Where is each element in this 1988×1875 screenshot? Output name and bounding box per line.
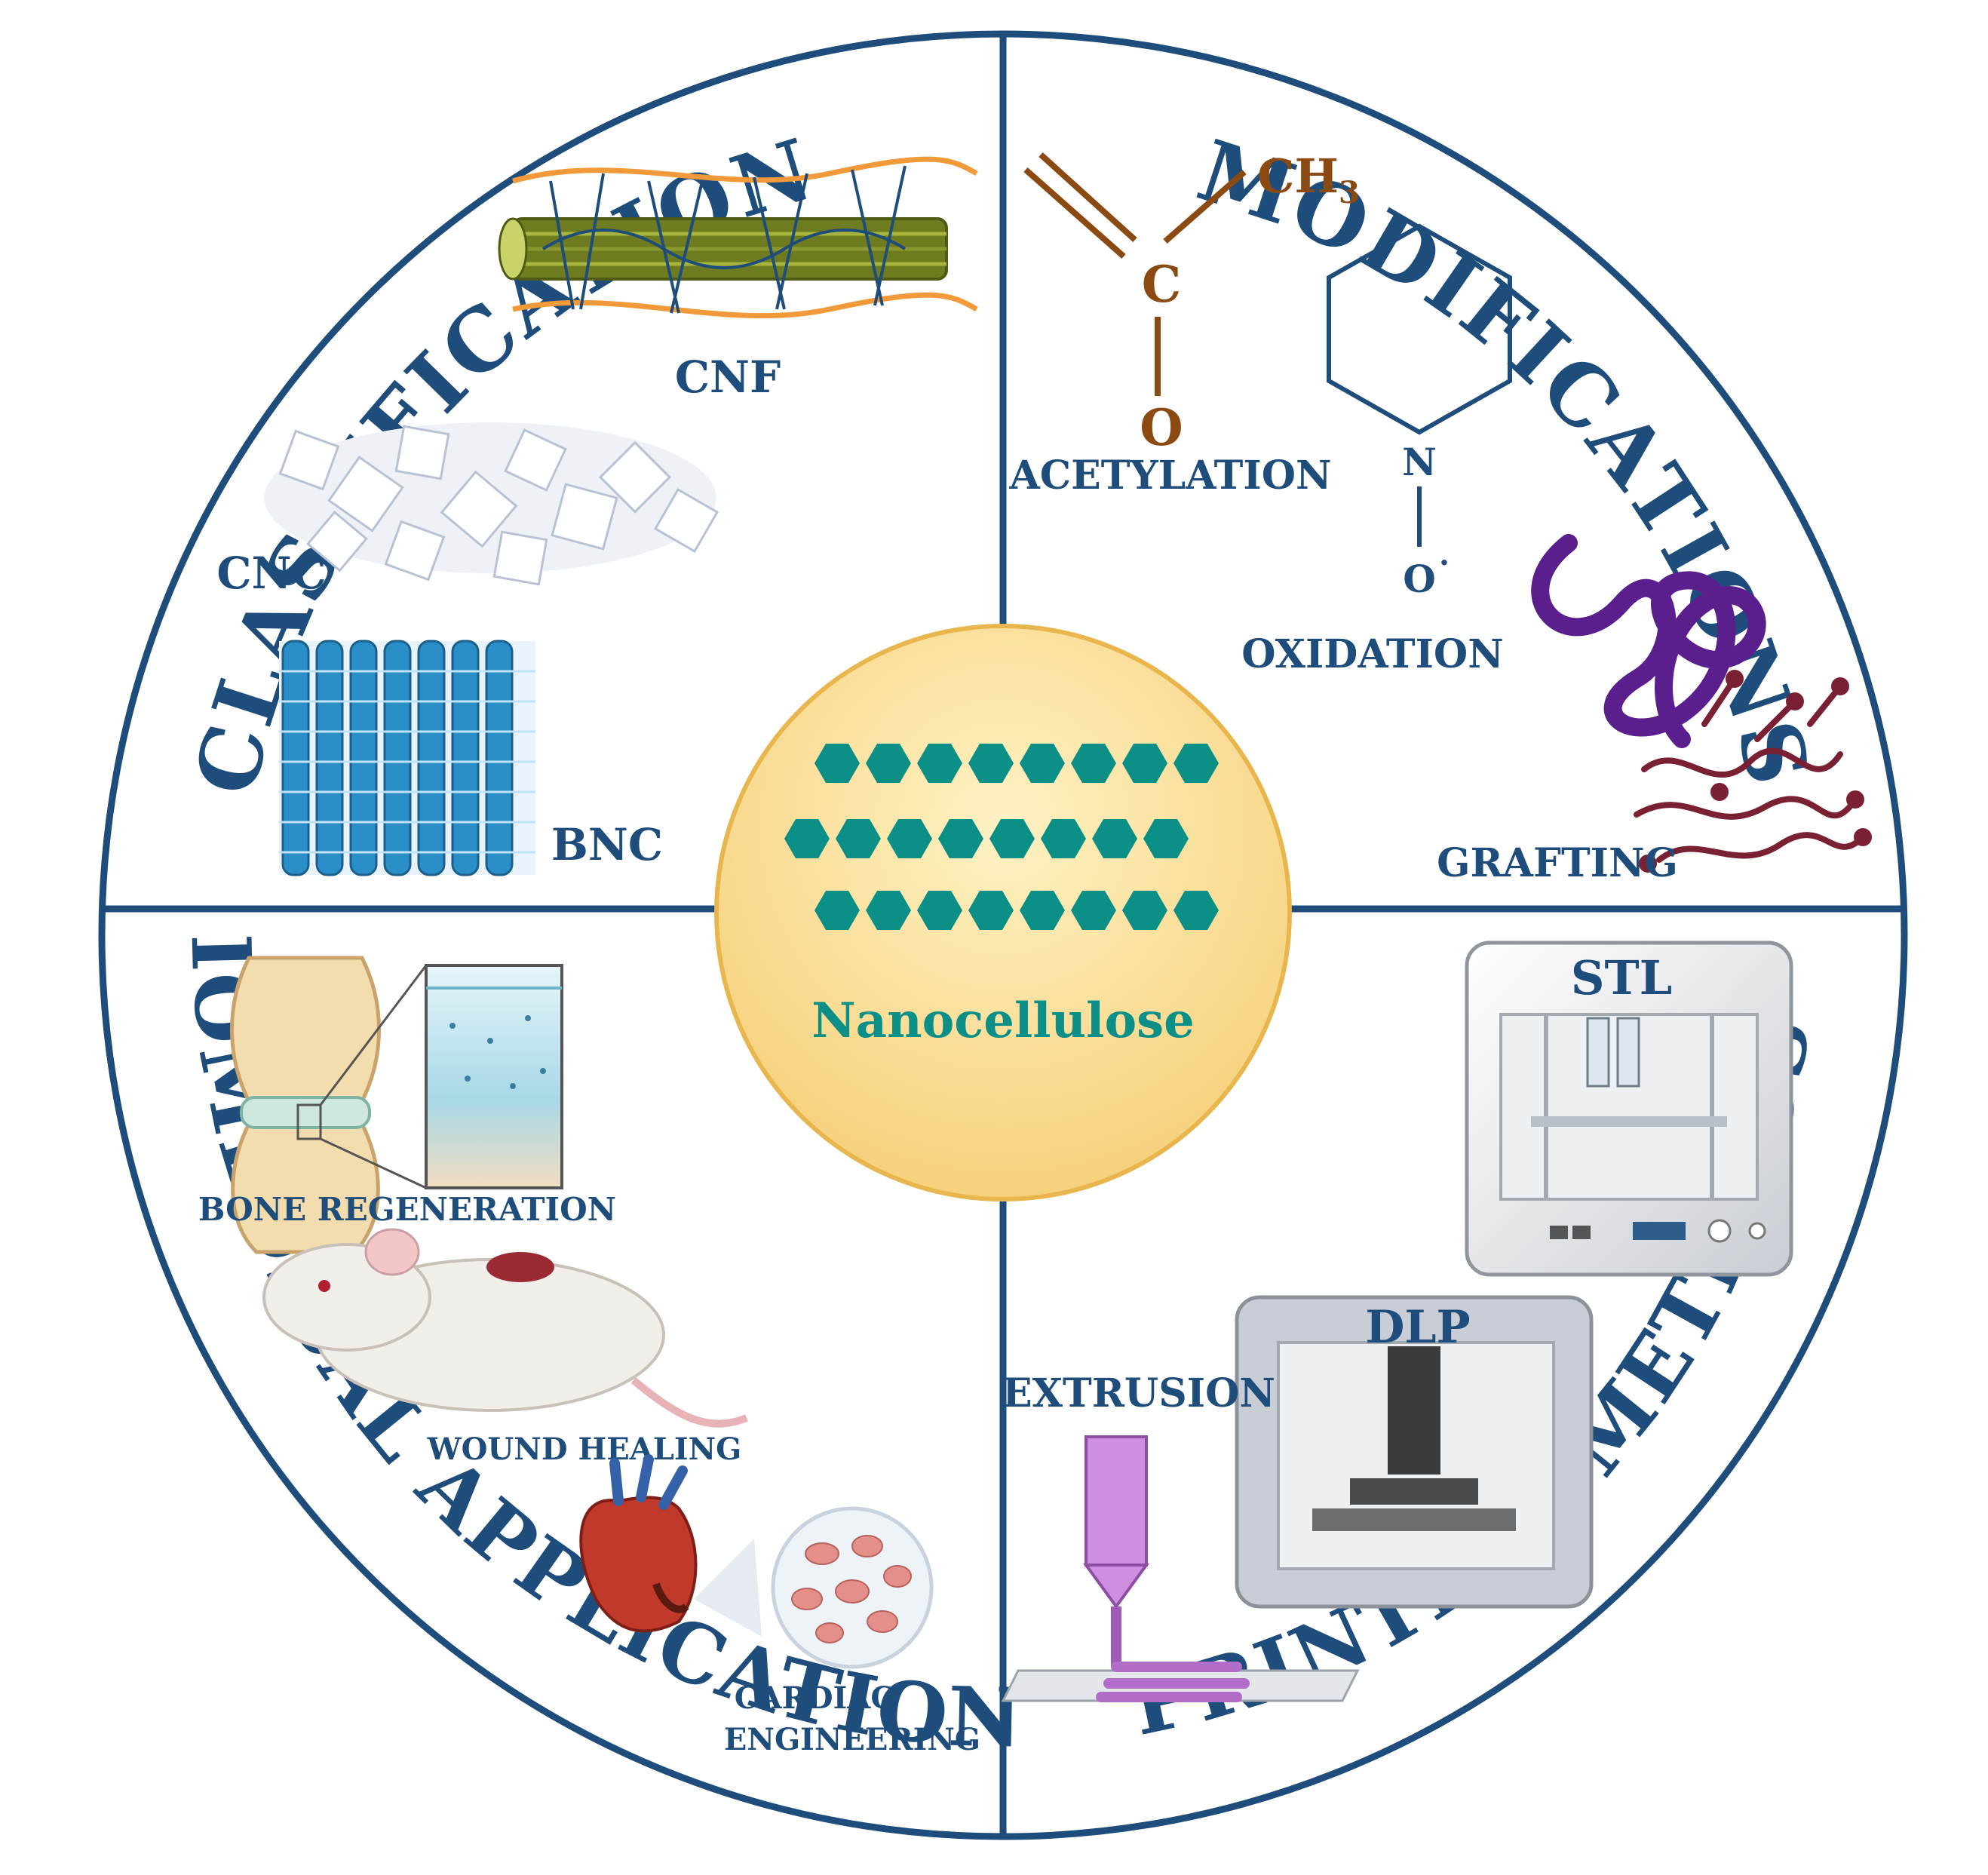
bone-joint-icon — [230, 956, 563, 1254]
glucose-ring-2-2 — [917, 891, 962, 930]
extrusion-label: EXTRUSION — [1002, 1370, 1275, 1416]
tempo-nitrogen-label: N — [1402, 440, 1437, 484]
tempo-oxygen-label: O — [1403, 557, 1436, 601]
extrusion-nozzle-icon — [1001, 1435, 1360, 1702]
grafting-label: GRAFTING — [1437, 840, 1678, 886]
carbonyl-carbon-label: C — [1142, 255, 1182, 314]
stl-label: STL — [1571, 950, 1673, 1005]
bnc-label: BNC — [551, 819, 663, 870]
cellulose-chain-icon — [784, 744, 1219, 930]
acetylation-label: ACETYLATION — [1008, 453, 1331, 499]
glucose-ring-0-0 — [815, 744, 860, 783]
glucose-ring-0-7 — [1173, 744, 1219, 783]
glucose-ring-2-3 — [968, 891, 1014, 930]
glucose-ring-2-5 — [1071, 891, 1116, 930]
acetyl-group-icon — [1023, 152, 1247, 396]
glucose-ring-0-6 — [1122, 744, 1167, 783]
center-nanocellulose-disc — [714, 624, 1292, 1201]
glucose-ring-0-5 — [1071, 744, 1116, 783]
stereolithography-printer-icon — [1465, 941, 1793, 1277]
glucose-ring-1-4 — [989, 819, 1035, 858]
glucose-ring-0-3 — [968, 744, 1014, 783]
cardiac-label-line2: ENGINEERING — [724, 1722, 980, 1757]
glucose-ring-1-7 — [1143, 819, 1189, 858]
wound-healing-label: WOUND HEALING — [427, 1432, 742, 1467]
cardiac-label-line1: CARDIAC — [735, 1680, 894, 1716]
glucose-ring-1-1 — [836, 819, 881, 858]
glucose-ring-2-0 — [815, 891, 860, 930]
glucose-ring-2-4 — [1020, 891, 1065, 930]
glucose-ring-1-0 — [784, 819, 830, 858]
glucose-ring-2-6 — [1122, 891, 1167, 930]
cnf-label: CNF — [675, 351, 781, 403]
glucose-ring-1-6 — [1092, 819, 1137, 858]
mouse-icon — [262, 1228, 748, 1428]
methyl-ch: CH — [1257, 149, 1339, 204]
cardiac-tissue-icon — [771, 1506, 934, 1669]
dlp-label: DLP — [1365, 1301, 1470, 1354]
cnc-label: CNC — [216, 548, 326, 599]
glucose-ring-0-1 — [866, 744, 911, 783]
glucose-ring-0-2 — [917, 744, 962, 783]
glucose-ring-0-4 — [1020, 744, 1065, 783]
bone-regeneration-label: BONE REGENERATION — [198, 1191, 616, 1228]
center-label: Nanocellulose — [811, 993, 1195, 1049]
glucose-ring-1-3 — [938, 819, 983, 858]
methyl-label: CH3 — [1257, 149, 1360, 210]
cellulose-nanocrystal-icon — [264, 422, 719, 586]
bacterial-nanocellulose-icon — [279, 640, 535, 876]
glucose-ring-1-5 — [1041, 819, 1086, 858]
tempo-radical-dot: · — [1439, 545, 1450, 581]
tempo-ring-icon — [1327, 223, 1512, 547]
glucose-ring-1-2 — [887, 819, 932, 858]
glucose-ring-2-7 — [1173, 891, 1219, 930]
heart-icon — [579, 1454, 762, 1637]
dlp-printer-icon — [1235, 1295, 1594, 1609]
methyl-subscript: 3 — [1339, 175, 1360, 210]
glucose-ring-2-1 — [866, 891, 911, 930]
polymer-graft-icon — [1531, 534, 1872, 873]
oxidation-label: OXIDATION — [1241, 631, 1504, 677]
cellulose-nanofiber-icon — [498, 156, 978, 319]
carbonyl-oxygen-label: O — [1140, 398, 1183, 457]
